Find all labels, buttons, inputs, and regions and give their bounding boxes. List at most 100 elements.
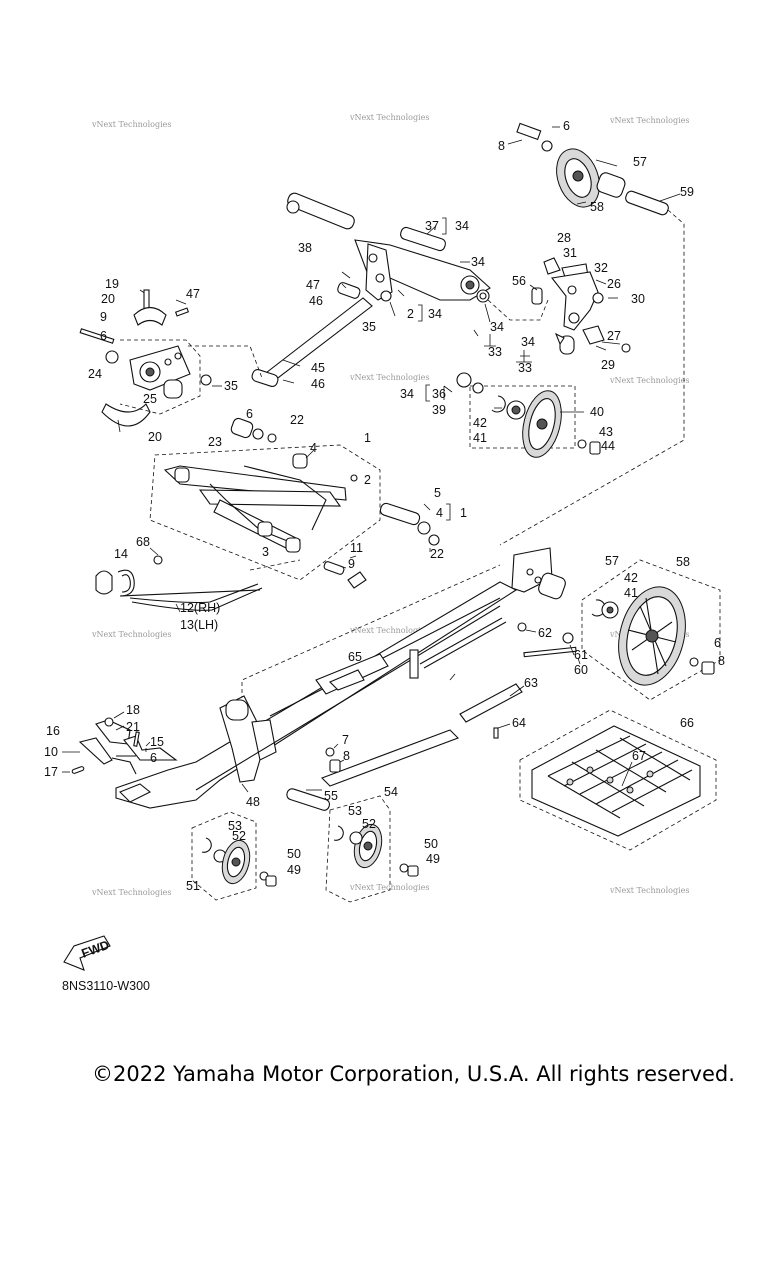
- callout-38: 38: [298, 241, 312, 255]
- callout-6: 6: [246, 407, 253, 421]
- fwd-arrow-icon: FWD: [63, 935, 112, 971]
- callout-34: 34: [521, 335, 535, 349]
- callout-58: 58: [676, 555, 690, 569]
- callout-20: 20: [101, 292, 115, 306]
- callout-34: 34: [490, 320, 504, 334]
- callout-46: 46: [311, 377, 325, 391]
- idler-wheels-lower: [191, 788, 419, 903]
- rear-bracket-assembly: [487, 257, 631, 363]
- callout-23: 23: [208, 435, 222, 449]
- main-slide-rail: [115, 547, 581, 809]
- callout-50: 50: [424, 837, 438, 851]
- callout-64: 64: [512, 716, 526, 730]
- callout-36: 36: [432, 387, 446, 401]
- callout-60: 60: [574, 663, 588, 677]
- callout-7: 7: [342, 733, 349, 747]
- callout-53: 53: [228, 819, 242, 833]
- callout-48: 48: [246, 795, 260, 809]
- fwd-label: FWD: [80, 938, 112, 961]
- callout-39: 39: [432, 403, 446, 417]
- callout-67: 67: [632, 749, 646, 763]
- front-stopper-group: [62, 711, 178, 775]
- callout-40: 40: [590, 405, 604, 419]
- callout-32: 32: [594, 261, 608, 275]
- callout-1: 1: [364, 431, 371, 445]
- callout-34: 34: [428, 307, 442, 321]
- callout-34: 34: [455, 219, 469, 233]
- callout-62: 62: [538, 626, 552, 640]
- callout-61: 61: [574, 648, 588, 662]
- callout-52: 52: [232, 829, 246, 843]
- callout-8: 8: [718, 654, 725, 668]
- callout-37: 37: [425, 219, 439, 233]
- callout-20: 20: [148, 430, 162, 444]
- callout-57: 57: [605, 554, 619, 568]
- callout-34: 34: [400, 387, 414, 401]
- callout-66: 66: [680, 716, 694, 730]
- copyright-notice: ©2022 Yamaha Motor Corporation, U.S.A. A…: [92, 1062, 735, 1086]
- callout-10: 10: [44, 745, 58, 759]
- watermark: vNext Technologies: [609, 376, 689, 385]
- front-arm-upper-parts: [79, 289, 263, 433]
- callout-63: 63: [524, 676, 538, 690]
- callout-25: 25: [143, 392, 157, 406]
- callout-46: 46: [309, 294, 323, 308]
- callout-65: 65: [348, 650, 362, 664]
- callout-18: 18: [126, 703, 140, 717]
- callout-53: 53: [348, 804, 362, 818]
- rubber-mat-group: [519, 709, 717, 851]
- upper-rear-wheel-assembly: [499, 122, 685, 546]
- callout-6: 6: [100, 329, 107, 343]
- watermark: vNext Technologies: [349, 113, 429, 122]
- callout-52: 52: [362, 817, 376, 831]
- callout-27: 27: [607, 329, 621, 343]
- callout-29: 29: [601, 358, 615, 372]
- callout-9: 9: [348, 557, 355, 571]
- callout-13-lh: 13(LH): [180, 618, 218, 632]
- callout-41: 41: [624, 586, 638, 600]
- callout-28: 28: [557, 231, 571, 245]
- callout-6: 6: [563, 119, 570, 133]
- callout-51: 51: [186, 879, 200, 893]
- group-brackets: [418, 217, 451, 521]
- callout-44: 44: [601, 439, 615, 453]
- lower-rear-wheel-group: [581, 559, 721, 701]
- callout-45: 45: [311, 361, 325, 375]
- watermark: vNext Technologies: [349, 883, 429, 892]
- callout-24: 24: [88, 367, 102, 381]
- watermark: vNext Technologies: [349, 373, 429, 382]
- watermark: vNext Technologies: [609, 116, 689, 125]
- callout-19: 19: [105, 277, 119, 291]
- callout-22: 22: [430, 547, 444, 561]
- callout-31: 31: [563, 246, 577, 260]
- wheel-40-group: [443, 372, 601, 458]
- callout-55: 55: [324, 789, 338, 803]
- watermark: vNext Technologies: [91, 888, 171, 897]
- callout-58: 58: [590, 200, 604, 214]
- callout-49: 49: [287, 863, 301, 877]
- callout-26: 26: [607, 277, 621, 291]
- rear-arm-assembly: [251, 192, 496, 387]
- callout-16: 16: [46, 724, 60, 738]
- callout-50: 50: [287, 847, 301, 861]
- watermark: vNext Technologies: [609, 886, 689, 895]
- callout-43: 43: [599, 425, 613, 439]
- callout-5: 5: [434, 486, 441, 500]
- callout-4: 4: [436, 506, 443, 520]
- callout-34: 34: [471, 255, 485, 269]
- callout-56: 56: [512, 274, 526, 288]
- callout-8: 8: [498, 139, 505, 153]
- callout-2: 2: [407, 307, 414, 321]
- callout-6: 6: [714, 636, 721, 650]
- front-arm-1-group: [149, 417, 440, 589]
- callout-1: 1: [460, 506, 467, 520]
- callout-35: 35: [362, 320, 376, 334]
- callout-15: 15: [150, 735, 164, 749]
- callout-57: 57: [633, 155, 647, 169]
- callout-11: 11: [350, 541, 363, 555]
- callout-47: 47: [186, 287, 200, 301]
- watermark: vNext Technologies: [91, 630, 171, 639]
- callout-2: 2: [364, 473, 371, 487]
- callout-47: 47: [306, 278, 320, 292]
